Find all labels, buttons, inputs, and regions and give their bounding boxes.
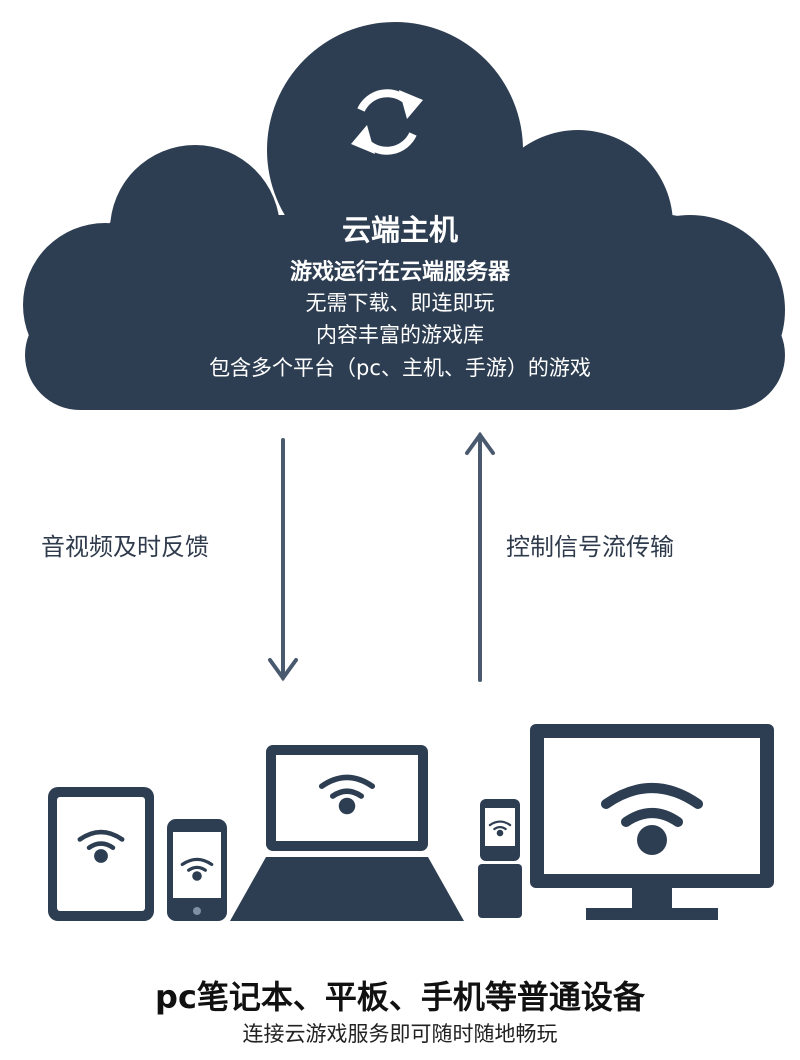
up-arrow-label: 控制信号流传输 [506,533,674,561]
sync-icon [351,89,423,155]
cloud-subtitle: 游戏运行在云端服务器 [289,260,510,285]
laptop-icon [230,745,464,921]
cloud-feature-line: 包含多个平台（pc、主机、手游）的游戏 [209,356,591,380]
up-arrow [465,431,495,682]
down-arrow-label: 音视频及时反馈 [41,533,209,561]
cloud-feature-line: 无需下载、即连即玩 [305,291,495,315]
cloud-feature-line: 内容丰富的游戏库 [316,323,484,347]
tablet-icon [48,787,154,921]
devices-subtitle: 连接云游戏服务即可随时随地畅玩 [242,1022,558,1046]
cloud-shape [23,22,785,410]
monitor-icon [530,724,774,920]
small-phone-icon [478,799,522,918]
devices-title: pc笔记本、平板、手机等普通设备 [155,978,645,1016]
down-arrow [268,438,298,682]
phone-icon [167,819,227,921]
cloud-title: 云端主机 [341,213,458,247]
